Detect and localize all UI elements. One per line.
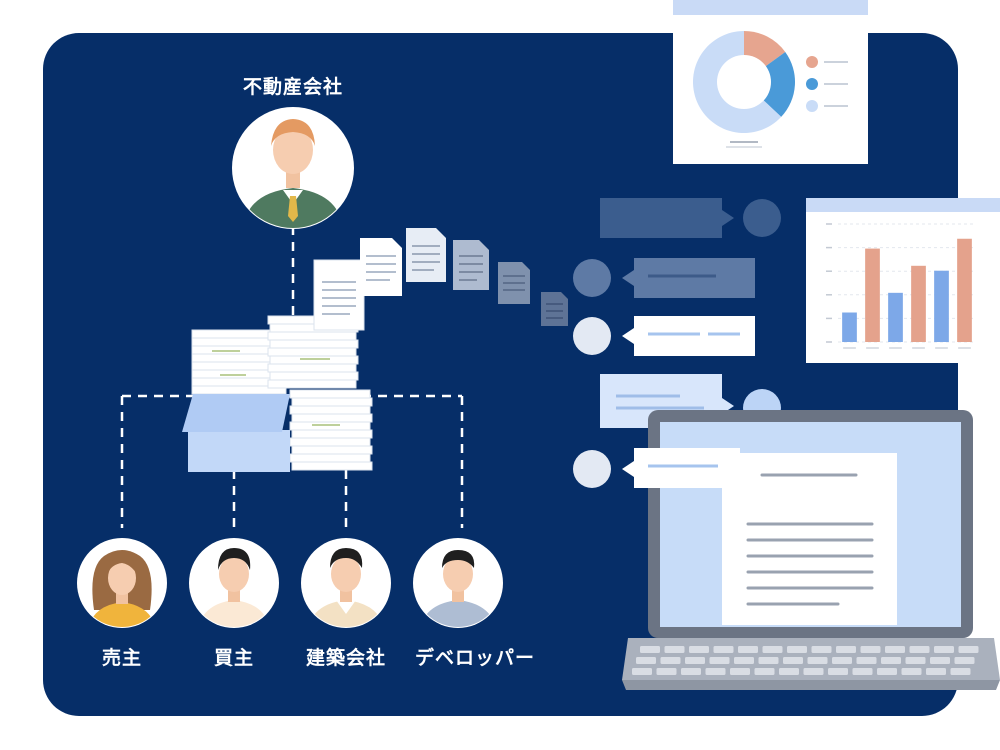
key [734, 657, 754, 664]
key [713, 646, 734, 653]
bar [865, 248, 880, 342]
seller-label: 売主 [101, 647, 142, 669]
key [852, 668, 873, 675]
donut-legend [806, 56, 848, 112]
key [954, 657, 975, 664]
paper-4 [498, 262, 530, 304]
bar [842, 312, 857, 342]
key [860, 646, 881, 653]
builder-label: 建築会社 [305, 647, 386, 669]
chat-bubble-3 [573, 316, 755, 356]
key [881, 657, 901, 664]
document-stack [182, 259, 373, 472]
key [926, 668, 946, 675]
chat-bubble-2 [573, 258, 755, 298]
legend-swatch-2 [806, 78, 818, 90]
bar-chart-grid [826, 223, 976, 343]
bar-chart-card [806, 198, 1000, 363]
key [705, 668, 726, 675]
paper-5 [541, 292, 568, 326]
key [730, 668, 750, 675]
key [783, 657, 803, 664]
key [930, 657, 950, 664]
key [685, 657, 705, 664]
key [807, 657, 828, 664]
key [885, 646, 905, 653]
key [877, 668, 897, 675]
chat-bubbles [573, 198, 781, 428]
key [901, 668, 922, 675]
key [709, 657, 730, 664]
folder-back [188, 430, 290, 472]
key [656, 668, 677, 675]
avatar-builder [301, 538, 391, 628]
bar [957, 238, 972, 342]
key [632, 668, 652, 675]
donut-chart-card [673, 0, 868, 164]
key [934, 646, 954, 653]
key [738, 646, 758, 653]
key [660, 657, 681, 664]
key [803, 668, 824, 675]
key [856, 657, 877, 664]
legend-swatch-1 [806, 56, 818, 68]
key [689, 646, 709, 653]
key [905, 657, 926, 664]
key [762, 646, 783, 653]
avatar-seller [77, 538, 167, 628]
company-avatar [232, 107, 354, 229]
key [640, 646, 660, 653]
key [754, 668, 775, 675]
key [787, 646, 807, 653]
key [681, 668, 701, 675]
paper-2 [406, 228, 446, 282]
paper-1 [360, 238, 402, 296]
chat-bubble-1 [600, 198, 781, 238]
key [779, 668, 799, 675]
key [828, 668, 848, 675]
chat-bubble-5 [573, 448, 740, 488]
key [811, 646, 832, 653]
developer-label: デベロッパー [414, 647, 535, 669]
buyer-label: 買主 [213, 647, 254, 669]
key [836, 646, 856, 653]
company-label: 不動産会社 [242, 76, 343, 98]
flying-documents [360, 228, 568, 326]
key [832, 657, 852, 664]
avatar-buyer [189, 538, 279, 628]
key [636, 657, 656, 664]
key [909, 646, 930, 653]
paper-3 [453, 240, 489, 290]
bar-chart [842, 238, 972, 349]
key [958, 646, 979, 653]
bar [911, 265, 926, 342]
key [758, 657, 779, 664]
laptop-keyboard [632, 646, 979, 675]
folder-front [182, 394, 290, 432]
bar [888, 292, 903, 342]
legend-swatch-3 [806, 100, 818, 112]
bar [934, 270, 949, 342]
key [664, 646, 685, 653]
key [950, 668, 971, 675]
avatar-developer [413, 538, 503, 628]
